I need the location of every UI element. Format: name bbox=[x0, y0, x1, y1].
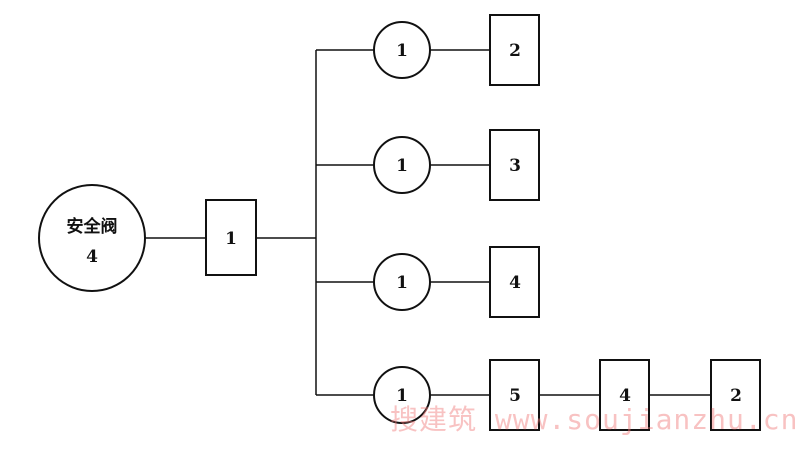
hub-box-label: 1 bbox=[225, 229, 237, 249]
safety-valve-number: 4 bbox=[86, 247, 98, 267]
branch-circle-label: 1 bbox=[396, 41, 408, 61]
watermark: 搜建筑 www.soujianzhu.cn bbox=[390, 403, 799, 436]
branch-box bbox=[489, 129, 540, 201]
branch-box bbox=[489, 14, 540, 86]
branch-circle-label: 1 bbox=[396, 386, 408, 406]
branch-circle-label: 1 bbox=[396, 273, 408, 293]
hub-box bbox=[205, 199, 257, 276]
branch-box bbox=[599, 359, 650, 431]
branch-box-label: 2 bbox=[730, 386, 742, 406]
branch-box-label: 5 bbox=[509, 386, 521, 406]
safety-valve-node bbox=[38, 184, 146, 292]
safety-valve-label: 安全阀 bbox=[67, 216, 118, 237]
branch-circle-node bbox=[373, 366, 431, 424]
branch-circle-node bbox=[373, 21, 431, 79]
branch-box-label: 4 bbox=[509, 273, 521, 293]
branch-box-label: 4 bbox=[619, 386, 631, 406]
branch-box-label: 2 bbox=[509, 41, 521, 61]
branch-circle-label: 1 bbox=[396, 156, 408, 176]
branch-box bbox=[710, 359, 761, 431]
branch-box-label: 3 bbox=[509, 156, 521, 176]
branch-circle-node bbox=[373, 136, 431, 194]
branch-box bbox=[489, 359, 540, 431]
branch-circle-node bbox=[373, 253, 431, 311]
branch-box bbox=[489, 246, 540, 318]
